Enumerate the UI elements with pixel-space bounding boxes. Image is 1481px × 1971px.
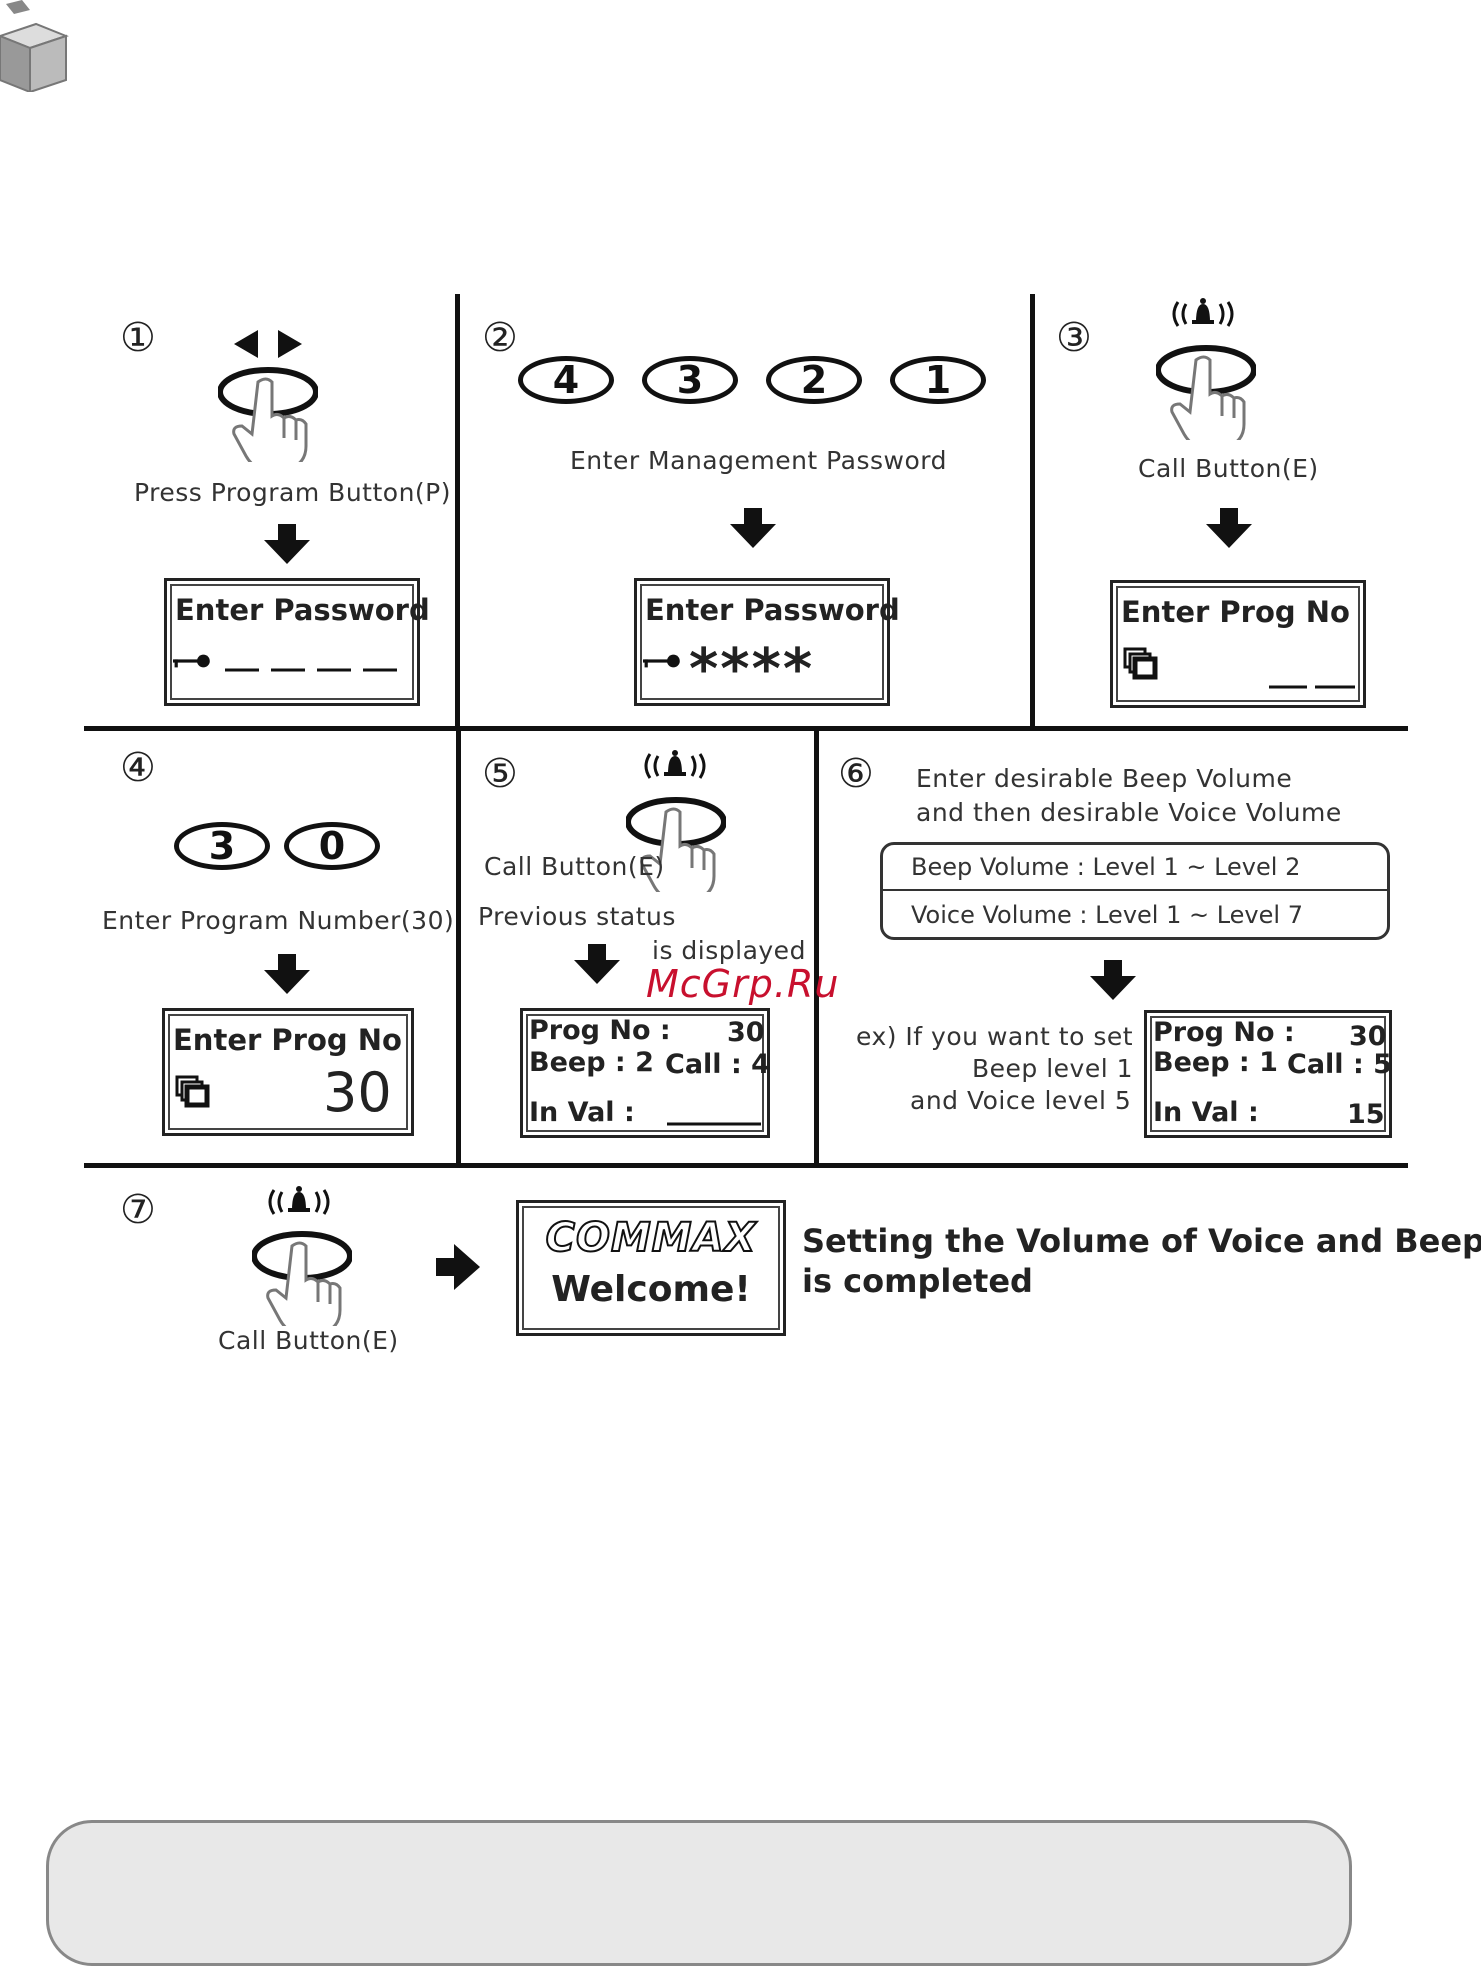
step-6-number: ⑥ bbox=[838, 751, 874, 797]
key-3: 3 bbox=[642, 356, 738, 404]
lcd-line-1: Enter Password bbox=[175, 593, 430, 627]
call-value: Call : 4 bbox=[665, 1049, 770, 1080]
step-5-lcd: Prog No : 30 Beep : 2 Call : 4 In Val : bbox=[520, 1008, 770, 1138]
inval-label: In Val : bbox=[1153, 1097, 1259, 1128]
step-2-label: Enter Management Password bbox=[570, 446, 947, 475]
down-arrow-icon bbox=[574, 944, 620, 984]
beep-value: Beep : 1 bbox=[1153, 1047, 1278, 1078]
step-4-number: ④ bbox=[120, 745, 156, 791]
masked-password: **** bbox=[689, 637, 815, 702]
key-2: 2 bbox=[766, 356, 862, 404]
beep-volume-range: Beep Volume : Level 1 ~ Level 2 bbox=[911, 853, 1301, 881]
key-icon bbox=[643, 653, 683, 669]
prog-no-value: 30 bbox=[727, 1017, 765, 1048]
step-5-note-line-1: Previous status bbox=[478, 902, 676, 931]
example-line-2: Beep level 1 bbox=[972, 1054, 1134, 1083]
step-1-label: Press Program Button(P) bbox=[134, 478, 451, 507]
step-7-number: ⑦ bbox=[120, 1187, 156, 1233]
hand-press-icon bbox=[1156, 330, 1256, 440]
hand-press-icon bbox=[252, 1216, 352, 1326]
step-4-label: Enter Program Number(30) bbox=[102, 906, 455, 935]
commax-logo: COMMAX bbox=[545, 1214, 757, 1262]
right-arrow-icon bbox=[436, 1244, 480, 1290]
down-arrow-icon bbox=[264, 954, 310, 994]
step-3-lcd: Enter Prog No bbox=[1110, 580, 1366, 708]
step-1-lcd: Enter Password bbox=[164, 578, 430, 706]
grid-vline-4 bbox=[814, 730, 819, 1164]
step-6-instruction-line-2: and then desirable Voice Volume bbox=[916, 798, 1342, 827]
grid-line-1 bbox=[84, 726, 1408, 731]
volume-range-box: Beep Volume : Level 1 ~ Level 2 Voice Vo… bbox=[880, 842, 1390, 940]
key-0: 0 bbox=[284, 822, 380, 870]
lcd-line-1: Enter Prog No bbox=[1121, 595, 1350, 629]
step-5-number: ⑤ bbox=[482, 751, 518, 797]
inval-value: 15 bbox=[1347, 1099, 1385, 1130]
copy-icon bbox=[1123, 647, 1159, 681]
step-1-number: ① bbox=[120, 315, 156, 361]
voice-volume-range: Voice Volume : Level 1 ~ Level 7 bbox=[911, 901, 1303, 929]
left-right-arrow-icon bbox=[234, 330, 302, 358]
step-3-number: ③ bbox=[1056, 315, 1092, 361]
bell-icon bbox=[1168, 296, 1238, 332]
bell-icon bbox=[640, 748, 710, 784]
completed-line-1: Setting the Volume of Voice and Beep bbox=[802, 1222, 1481, 1260]
note-box bbox=[46, 1820, 1352, 1966]
step-2-lcd: Enter Password **** bbox=[634, 578, 900, 706]
password-underscores bbox=[225, 668, 397, 672]
prog-no-value: 30 bbox=[1349, 1021, 1387, 1052]
step-6-lcd: Prog No : 30 Beep : 1 Call : 5 In Val : … bbox=[1144, 1010, 1392, 1138]
down-arrow-icon bbox=[1206, 508, 1252, 548]
cube-icon bbox=[0, 0, 69, 92]
example-line-1: ex) If you want to set bbox=[856, 1022, 1134, 1051]
welcome-lcd: COMMAX Welcome! bbox=[516, 1200, 786, 1336]
inval-label: In Val : bbox=[529, 1097, 635, 1128]
key-icon bbox=[173, 653, 213, 669]
hand-press-icon bbox=[218, 352, 318, 462]
prog-no-label: Prog No : bbox=[1153, 1017, 1295, 1048]
down-arrow-icon bbox=[730, 508, 776, 548]
grid-vline-3 bbox=[456, 730, 461, 1164]
step-3-label: Call Button(E) bbox=[1138, 454, 1319, 483]
key-4: 4 bbox=[518, 356, 614, 404]
step-7-label: Call Button(E) bbox=[218, 1326, 399, 1355]
step-6-instruction-line-1: Enter desirable Beep Volume bbox=[916, 764, 1293, 793]
step-5-label: Call Button(E) bbox=[484, 852, 665, 881]
call-value: Call : 5 bbox=[1287, 1049, 1392, 1080]
prog-number-value: 30 bbox=[323, 1061, 392, 1124]
example-line-3: and Voice level 5 bbox=[910, 1086, 1132, 1115]
grid-vline-1 bbox=[455, 294, 460, 728]
inval-underscore bbox=[667, 1122, 761, 1126]
prog-no-label: Prog No : bbox=[529, 1015, 671, 1046]
step-5-note-line-2: is displayed bbox=[652, 936, 806, 965]
copy-icon bbox=[175, 1075, 211, 1109]
down-arrow-icon bbox=[1090, 960, 1136, 1000]
watermark: McGrp.Ru bbox=[646, 962, 840, 1006]
lcd-line-1: Enter Prog No bbox=[173, 1023, 402, 1057]
key-3: 3 bbox=[174, 822, 270, 870]
key-1: 1 bbox=[890, 356, 986, 404]
welcome-text: Welcome! bbox=[551, 1269, 751, 1310]
bell-icon bbox=[264, 1184, 334, 1220]
volume-range-divider bbox=[883, 889, 1387, 891]
beep-value: Beep : 2 bbox=[529, 1047, 654, 1078]
grid-vline-2 bbox=[1030, 294, 1035, 728]
step-4-lcd: Enter Prog No 30 bbox=[162, 1008, 414, 1136]
prog-no-underscores bbox=[1269, 685, 1355, 689]
step-2-number: ② bbox=[482, 315, 518, 361]
lcd-line-1: Enter Password bbox=[645, 593, 900, 627]
down-arrow-icon bbox=[264, 524, 310, 564]
grid-line-2 bbox=[84, 1163, 1408, 1168]
completed-line-2: is completed bbox=[802, 1262, 1033, 1300]
